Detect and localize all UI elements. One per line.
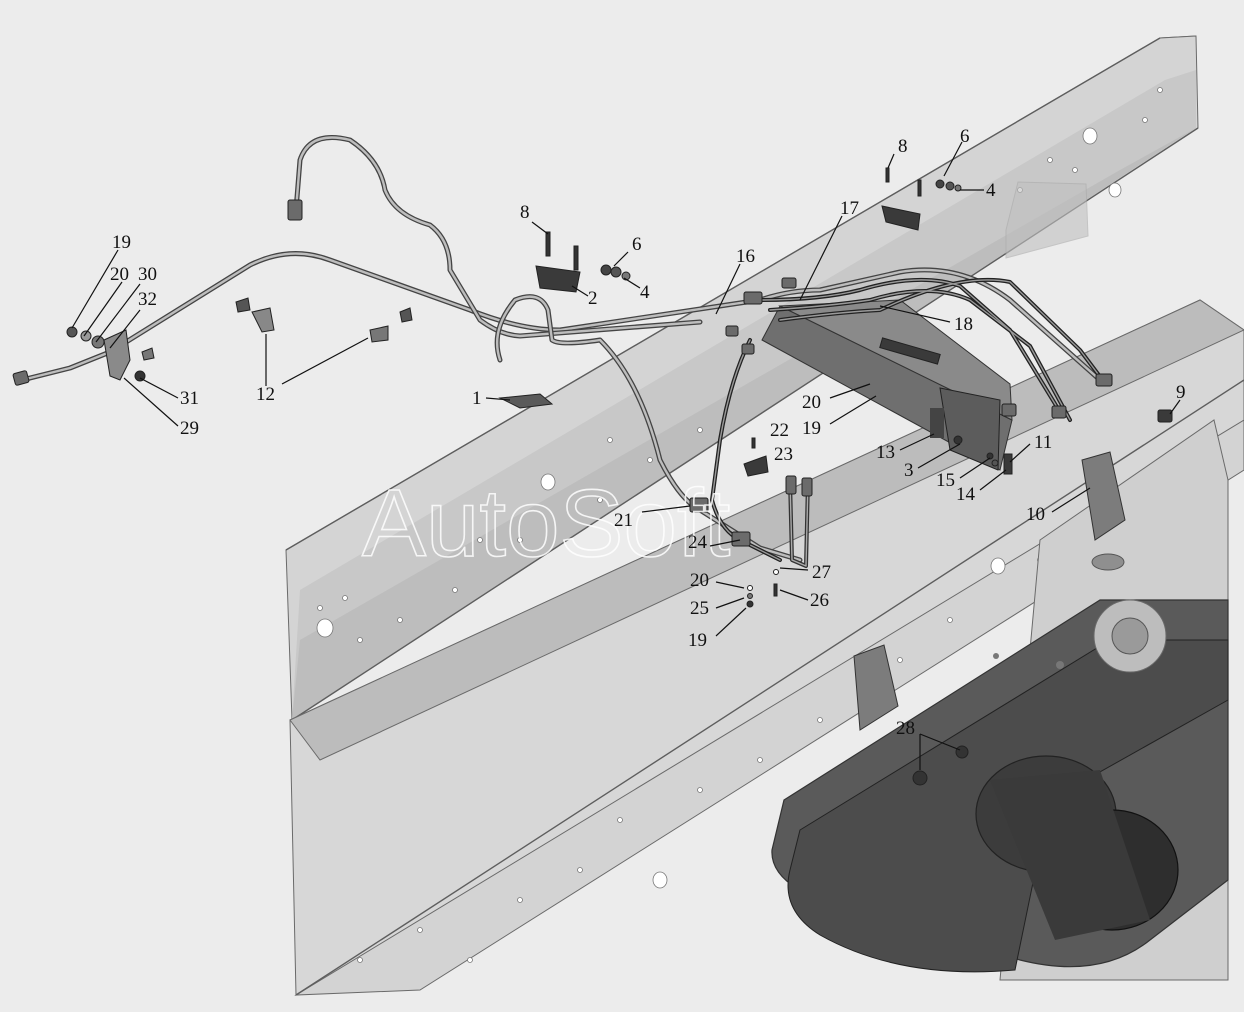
callout-3: 3 <box>904 460 914 481</box>
callout-22: 22 <box>770 420 789 441</box>
callout-12: 12 <box>256 384 275 405</box>
callout-21: 21 <box>614 510 633 531</box>
callout-4: 4 <box>640 282 650 303</box>
callout-16: 16 <box>736 246 755 267</box>
callout-15: 15 <box>936 470 955 491</box>
callout-23: 23 <box>774 444 793 465</box>
callout-20: 20 <box>110 264 129 285</box>
callout-19-lower: 19 <box>688 630 707 651</box>
callout-18: 18 <box>954 314 973 335</box>
fuel-tank <box>771 419 1229 981</box>
tank-brackets <box>853 451 1126 731</box>
callout-17: 17 <box>840 198 859 219</box>
callout-6-right: 6 <box>960 126 970 147</box>
callout-1: 1 <box>472 388 482 409</box>
callout-4-right: 4 <box>986 180 996 201</box>
watermark-text: AutoSoft <box>362 470 730 577</box>
callout-20-middle: 20 <box>802 392 821 413</box>
callout-19: 19 <box>112 232 131 253</box>
lower-rail-holes <box>357 557 1043 963</box>
callout-14: 14 <box>956 484 976 505</box>
callout-8: 8 <box>520 202 530 223</box>
pipe-lines <box>19 135 1106 568</box>
leader-lines <box>71 141 1181 770</box>
cross-member <box>761 299 1013 471</box>
callout-6: 6 <box>632 234 642 255</box>
callouts: 19 20 30 32 31 29 12 1 8 6 2 4 16 17 8 6… <box>110 126 1186 739</box>
callout-11: 11 <box>1034 432 1052 453</box>
callout-32: 32 <box>138 289 157 310</box>
callout-25: 25 <box>690 598 709 619</box>
callout-28: 28 <box>896 718 915 739</box>
callout-19-middle: 19 <box>802 418 821 439</box>
callout-13: 13 <box>876 442 895 463</box>
callout-10: 10 <box>1026 504 1045 525</box>
callout-29: 29 <box>180 418 199 439</box>
callout-2: 2 <box>588 288 598 309</box>
small-parts <box>12 167 1173 786</box>
callout-27: 27 <box>812 562 831 583</box>
callout-31: 31 <box>180 388 199 409</box>
callout-30: 30 <box>138 264 157 285</box>
callout-26: 26 <box>810 590 829 611</box>
callout-20-lower: 20 <box>690 570 709 591</box>
rail-holes <box>316 87 1163 643</box>
callout-8-right: 8 <box>898 136 908 157</box>
callout-24: 24 <box>688 532 708 553</box>
callout-9: 9 <box>1176 382 1186 403</box>
